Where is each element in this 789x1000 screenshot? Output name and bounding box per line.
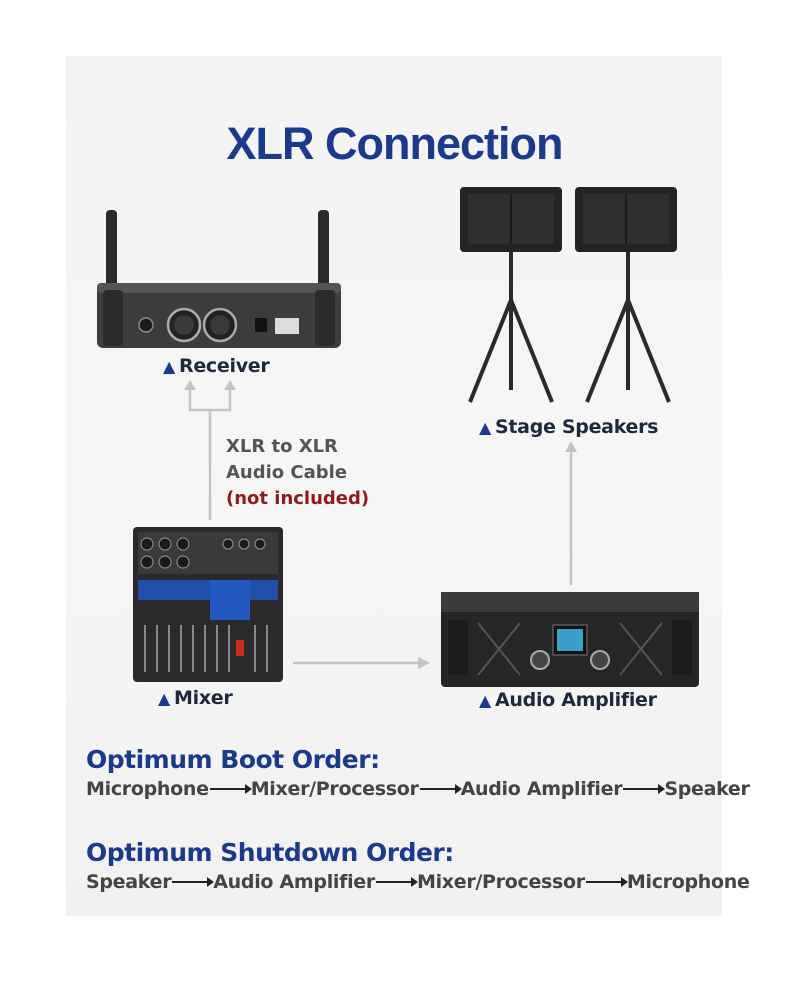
shutdown-step-2: Audio Amplifier <box>213 871 375 893</box>
connector-arrowheads <box>184 380 577 669</box>
stage-speakers-label-text: Stage Speakers <box>495 416 659 438</box>
stage-speakers-label: ▲Stage Speakers <box>479 416 659 438</box>
shutdown-step-1: Speaker <box>86 871 172 893</box>
boot-step-4: Speaker <box>664 778 750 800</box>
arrow-icon <box>419 784 462 794</box>
mixer-image <box>133 527 283 682</box>
amplifier-image <box>441 592 699 687</box>
shutdown-step-3: Mixer/Processor <box>416 871 585 893</box>
triangle-marker: ▲ <box>479 418 492 437</box>
mixer-label: ▲Mixer <box>158 687 233 709</box>
shutdown-step-4: Microphone <box>626 871 750 893</box>
triangle-marker: ▲ <box>479 691 492 710</box>
stage-speakers-image <box>460 187 677 403</box>
boot-order-row: Microphone Mixer/Processor Audio Amplifi… <box>86 778 750 800</box>
arrow-icon <box>585 877 628 887</box>
arrow-icon <box>209 784 252 794</box>
cable-note: XLR to XLR Audio Cable (not included) <box>226 434 369 512</box>
cable-note-line2: Audio Cable <box>226 462 348 483</box>
arrow-icon <box>375 877 418 887</box>
cable-note-line3: (not included) <box>226 488 370 509</box>
boot-order-title: Optimum Boot Order: <box>86 745 380 774</box>
arrow-icon <box>172 877 215 887</box>
boot-step-1: Microphone <box>86 778 209 800</box>
receiver-label-text: Receiver <box>179 355 270 377</box>
triangle-marker: ▲ <box>163 357 176 376</box>
mixer-label-text: Mixer <box>174 687 233 709</box>
arrow-icon <box>623 784 666 794</box>
amplifier-label: ▲Audio Amplifier <box>479 689 657 711</box>
cable-connectors <box>188 386 573 665</box>
amplifier-label-text: Audio Amplifier <box>495 689 657 711</box>
boot-step-2: Mixer/Processor <box>250 778 419 800</box>
shutdown-order-title: Optimum Shutdown Order: <box>86 838 454 867</box>
receiver-label: ▲Receiver <box>163 355 270 377</box>
receiver-image <box>97 210 341 348</box>
cable-note-line1: XLR to XLR <box>226 436 338 457</box>
page-title: XLR Connection <box>226 118 564 169</box>
boot-step-3: Audio Amplifier <box>460 778 623 800</box>
shutdown-order-row: Speaker Audio Amplifier Mixer/Processor … <box>86 871 750 893</box>
triangle-marker: ▲ <box>158 689 171 708</box>
